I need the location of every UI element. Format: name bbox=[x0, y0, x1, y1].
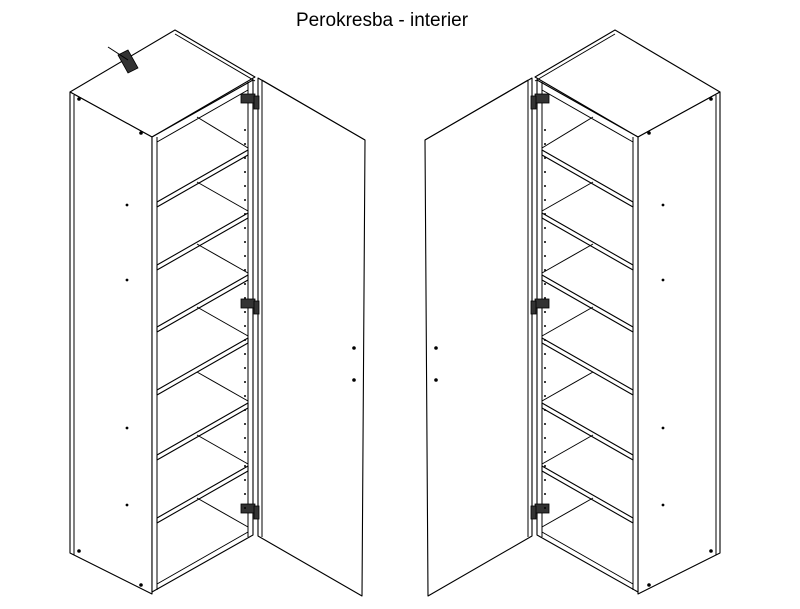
mounting-bracket-icon bbox=[107, 46, 139, 74]
left-cabinet-drawing bbox=[69, 29, 366, 597]
left-cabinet-view bbox=[69, 29, 366, 597]
right-cabinet-drawing bbox=[424, 29, 721, 597]
right-cabinet-view bbox=[424, 29, 721, 597]
drawing-title: Perokresba - interier bbox=[295, 10, 469, 31]
